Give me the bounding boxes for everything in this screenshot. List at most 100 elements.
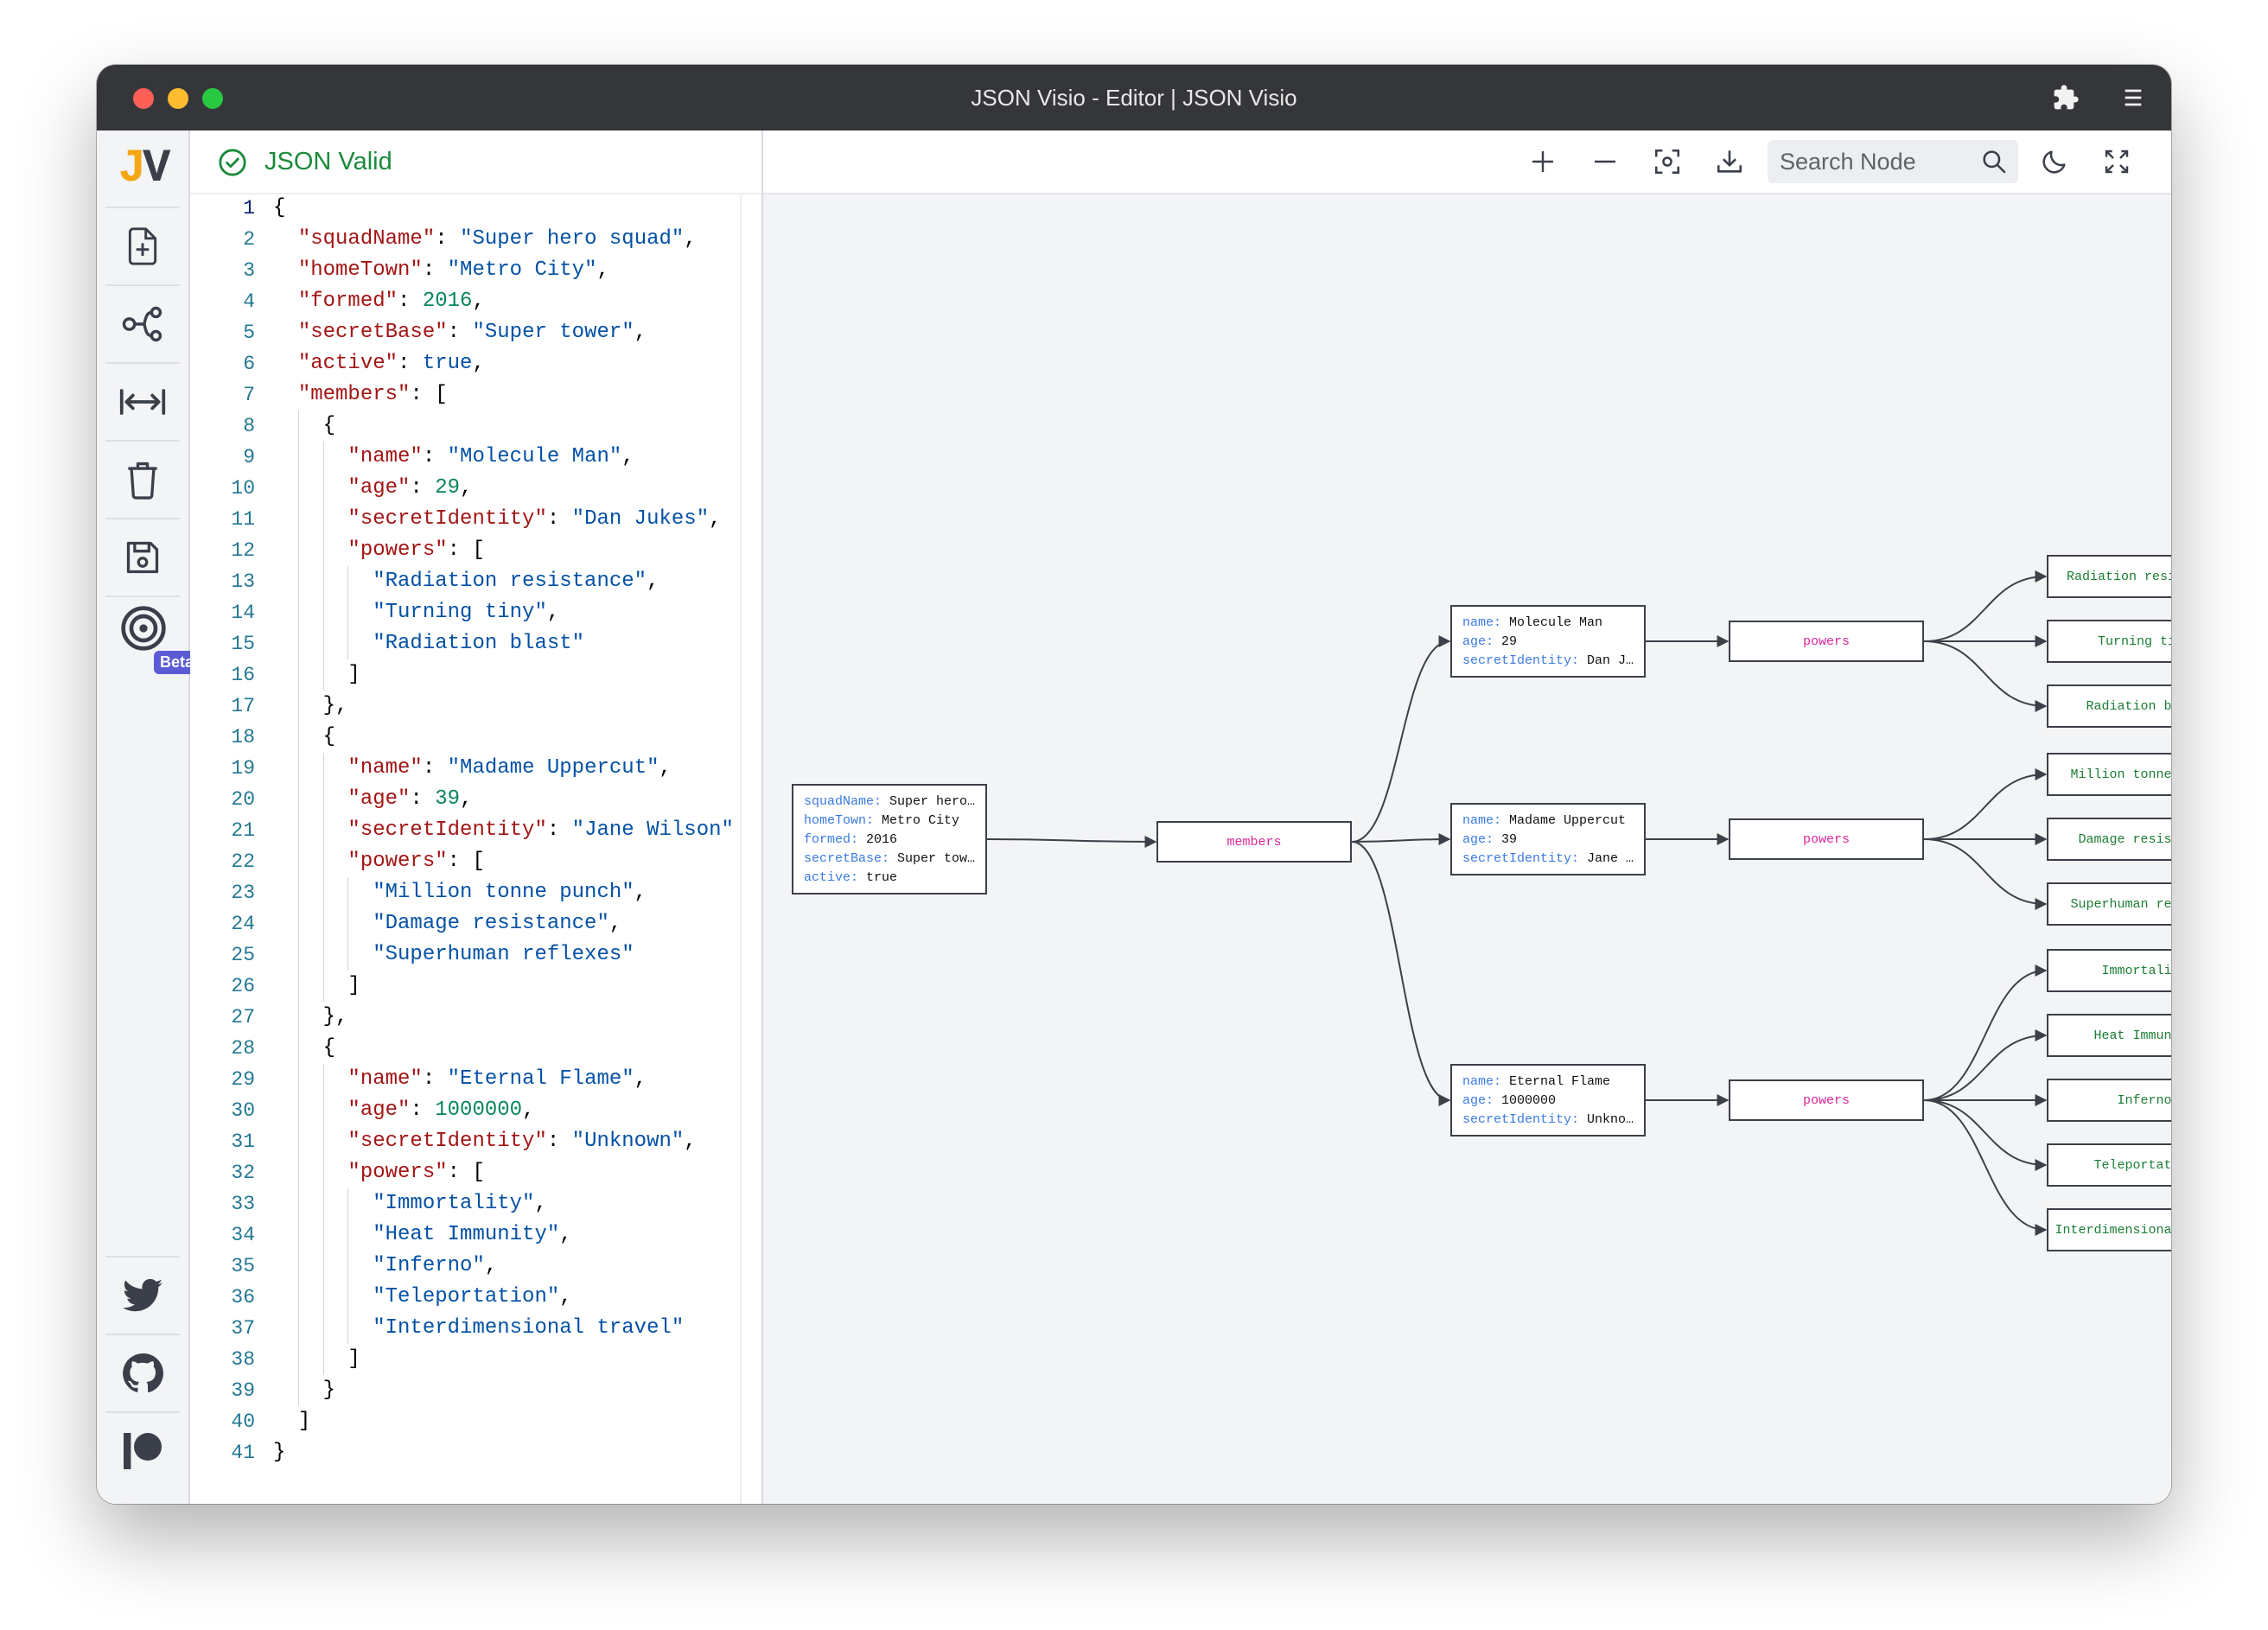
code-line[interactable]: 8 { bbox=[190, 411, 761, 442]
editor-scrollbar[interactable] bbox=[740, 193, 742, 1504]
power-leaf-node[interactable]: Turning tiny bbox=[2047, 620, 2171, 663]
code-line[interactable]: 4 "formed": 2016, bbox=[190, 286, 761, 317]
indent-guide bbox=[297, 411, 299, 1406]
maximize-window-button[interactable] bbox=[202, 88, 223, 109]
code-line[interactable]: 11 "secretIdentity": "Dan Jukes", bbox=[190, 504, 761, 535]
search-node-input[interactable] bbox=[1780, 140, 1970, 183]
search-box[interactable] bbox=[1768, 140, 2018, 183]
dark-mode-button[interactable] bbox=[2039, 146, 2070, 177]
power-leaf-node[interactable]: Radiation resistance bbox=[2047, 555, 2171, 598]
new-file-button[interactable] bbox=[97, 208, 188, 284]
code-line[interactable]: 39 } bbox=[190, 1375, 761, 1406]
zoom-out-button[interactable] bbox=[1590, 146, 1621, 177]
code-line[interactable]: 16 ] bbox=[190, 659, 761, 691]
focus-button[interactable] bbox=[1652, 146, 1683, 177]
code-line[interactable]: 3 "homeTown": "Metro City", bbox=[190, 255, 761, 286]
zoom-in-icon bbox=[1532, 151, 1553, 172]
code-line[interactable]: 7 "members": [ bbox=[190, 379, 761, 411]
extension-icon[interactable] bbox=[2052, 84, 2080, 111]
code-line[interactable]: 20 "age": 39, bbox=[190, 784, 761, 815]
code-line[interactable]: 34 "Heat Immunity", bbox=[190, 1219, 761, 1251]
code-line[interactable]: 13 "Radiation resistance", bbox=[190, 566, 761, 597]
powers-node[interactable]: powers bbox=[1729, 1079, 1924, 1121]
power-leaf-node[interactable]: Damage resistance bbox=[2047, 818, 2171, 861]
powers-node[interactable]: powers bbox=[1729, 621, 1924, 662]
delete-button[interactable] bbox=[97, 442, 188, 518]
code-line[interactable]: 24 "Damage resistance", bbox=[190, 908, 761, 939]
code-line[interactable]: 30 "age": 1000000, bbox=[190, 1095, 761, 1126]
code-line[interactable]: 36 "Teleportation", bbox=[190, 1282, 761, 1313]
field-value: Jane … bbox=[1587, 851, 1634, 866]
code-line[interactable]: 1{ bbox=[190, 193, 761, 224]
code-line[interactable]: 37 "Interdimensional travel" bbox=[190, 1313, 761, 1344]
members-node[interactable]: members bbox=[1156, 821, 1352, 863]
code-line[interactable]: 12 "powers": [ bbox=[190, 535, 761, 566]
app-logo[interactable]: JV bbox=[118, 142, 171, 195]
menu-icon[interactable] bbox=[2119, 84, 2147, 111]
minimize-window-button[interactable] bbox=[168, 88, 188, 109]
code-line[interactable]: 35 "Inferno", bbox=[190, 1251, 761, 1282]
code-text: "powers": [ bbox=[347, 538, 485, 562]
zoom-out-icon bbox=[1595, 160, 1615, 163]
powers-node[interactable]: powers bbox=[1729, 818, 1924, 860]
code-line[interactable]: 18 { bbox=[190, 722, 761, 753]
code-line[interactable]: 33 "Immortality", bbox=[190, 1188, 761, 1219]
graph-share-button[interactable] bbox=[97, 286, 188, 362]
line-number: 12 bbox=[231, 539, 255, 562]
line-number: 23 bbox=[231, 882, 255, 904]
code-line[interactable]: 19 "name": "Madame Uppercut", bbox=[190, 753, 761, 784]
code-line[interactable]: 23 "Million tonne punch", bbox=[190, 877, 761, 908]
code-line[interactable]: 9 "name": "Molecule Man", bbox=[190, 442, 761, 473]
code-line[interactable]: 15 "Radiation blast" bbox=[190, 628, 761, 659]
line-number: 7 bbox=[243, 384, 255, 406]
indent-guide bbox=[347, 566, 349, 659]
download-button[interactable] bbox=[1714, 146, 1745, 177]
zoom-in-button[interactable] bbox=[1527, 146, 1558, 177]
code-line[interactable]: 41} bbox=[190, 1437, 761, 1468]
close-window-button[interactable] bbox=[133, 88, 154, 109]
github-link[interactable] bbox=[97, 1335, 188, 1411]
code-line[interactable]: 14 "Turning tiny", bbox=[190, 597, 761, 628]
code-line[interactable]: 25 "Superhuman reflexes" bbox=[190, 939, 761, 971]
power-leaf-node[interactable]: Radiation blast bbox=[2047, 684, 2171, 728]
root-node[interactable]: squadName: Super hero…homeTown: Metro Ci… bbox=[792, 784, 987, 895]
graph-canvas[interactable] bbox=[763, 131, 2171, 1504]
code-line[interactable]: 32 "powers": [ bbox=[190, 1157, 761, 1188]
power-leaf-node[interactable]: Immortality bbox=[2047, 949, 2171, 992]
code-line[interactable]: 21 "secretIdentity": "Jane Wilson" bbox=[190, 815, 761, 846]
twitter-link[interactable] bbox=[97, 1258, 188, 1334]
patreon-link[interactable] bbox=[97, 1413, 188, 1489]
new-file-icon bbox=[128, 227, 157, 265]
code-line[interactable]: 40 ] bbox=[190, 1406, 761, 1437]
code-line[interactable]: 10 "age": 29, bbox=[190, 473, 761, 504]
code-line[interactable]: 31 "secretIdentity": "Unknown", bbox=[190, 1126, 761, 1157]
code-line[interactable]: 28 { bbox=[190, 1033, 761, 1064]
power-leaf-node[interactable]: Heat Immunity bbox=[2047, 1014, 2171, 1057]
expand-width-button[interactable] bbox=[97, 364, 188, 440]
code-line[interactable]: 2 "squadName": "Super hero squad", bbox=[190, 224, 761, 255]
code-line[interactable]: 29 "name": "Eternal Flame", bbox=[190, 1064, 761, 1095]
code-line[interactable]: 26 ] bbox=[190, 971, 761, 1002]
code-line[interactable]: 6 "active": true, bbox=[190, 348, 761, 379]
code-line[interactable]: 5 "secretBase": "Super tower", bbox=[190, 317, 761, 348]
power-leaf-node[interactable]: Million tonne punch bbox=[2047, 753, 2171, 796]
power-leaf-node[interactable]: Interdimensional travel bbox=[2047, 1208, 2171, 1251]
search-icon[interactable] bbox=[1980, 148, 2008, 175]
save-button[interactable] bbox=[97, 519, 188, 595]
code-line[interactable]: 38 ] bbox=[190, 1344, 761, 1375]
power-leaf-node[interactable]: Superhuman reflexes bbox=[2047, 882, 2171, 926]
line-number: 26 bbox=[231, 975, 255, 997]
live-beta-button[interactable]: Beta bbox=[97, 597, 201, 674]
fullscreen-button[interactable] bbox=[2101, 146, 2132, 177]
trash-icon bbox=[128, 462, 157, 500]
power-leaf-node[interactable]: Inferno bbox=[2047, 1079, 2171, 1122]
code-line[interactable]: 22 "powers": [ bbox=[190, 846, 761, 877]
line-number: 25 bbox=[231, 944, 255, 966]
power-leaf-node[interactable]: Teleportation bbox=[2047, 1143, 2171, 1187]
code-line[interactable]: 27 }, bbox=[190, 1002, 761, 1033]
code-line[interactable]: 17 }, bbox=[190, 691, 761, 722]
field-key: name: bbox=[1462, 1074, 1510, 1089]
